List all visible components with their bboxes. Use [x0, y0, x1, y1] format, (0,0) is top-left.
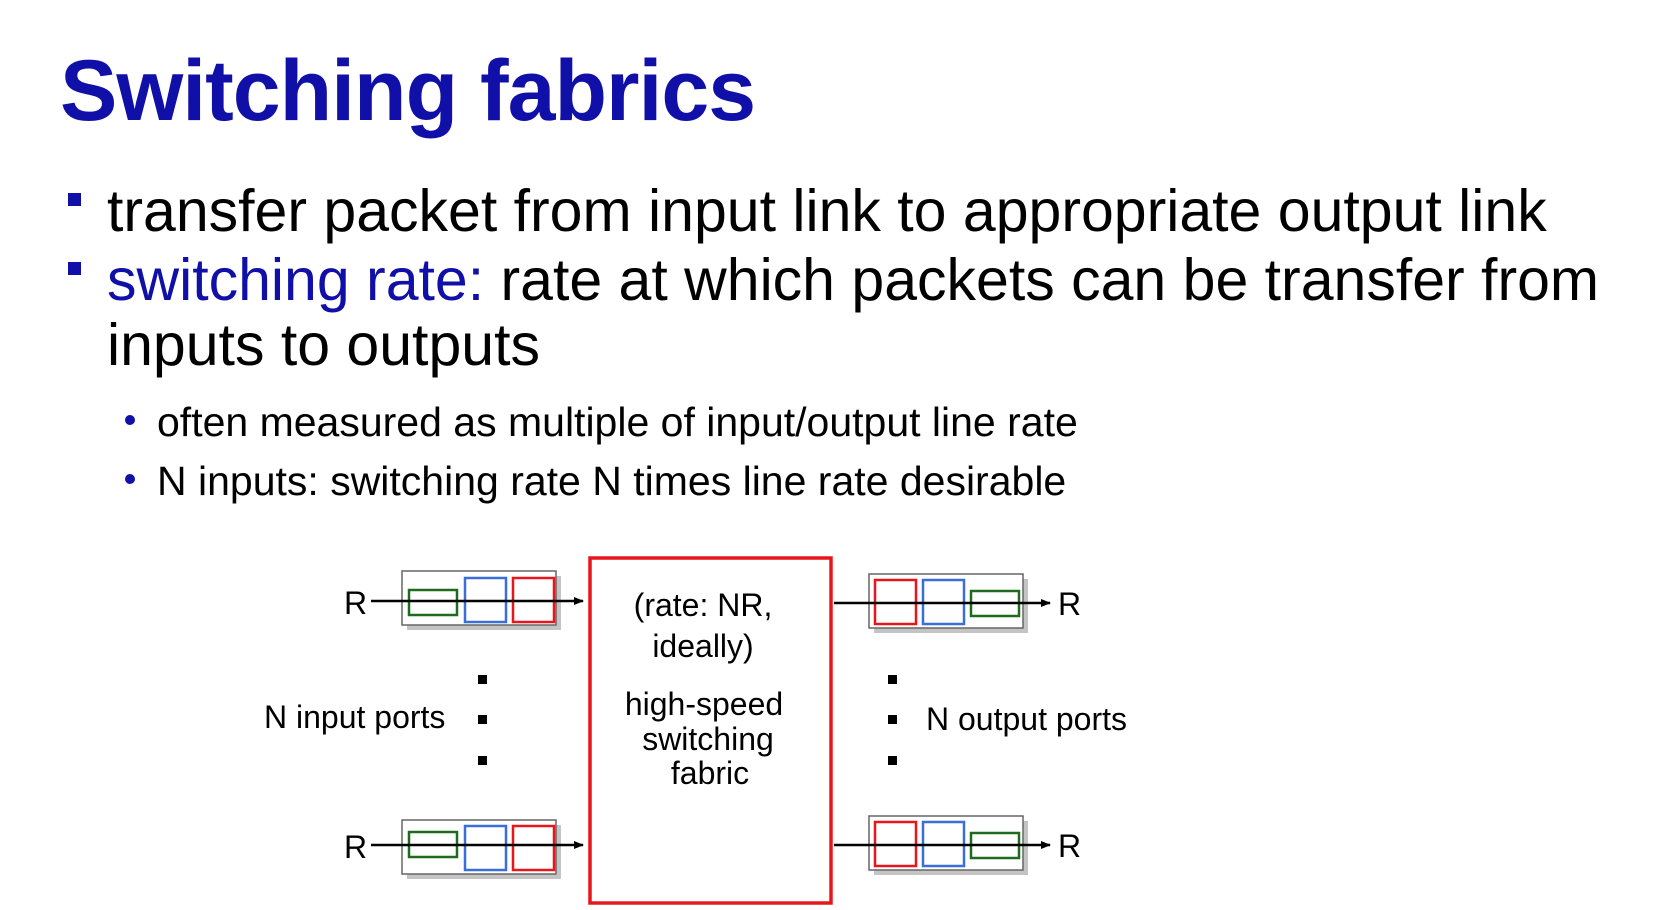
slide-title: Switching fabrics	[60, 43, 756, 139]
bullet-transfer-packet: transfer packet from input link to appro…	[107, 178, 1547, 244]
bullet-switching-rate: switching rate: rate at which packets ca…	[107, 251, 1599, 310]
sub-bullet-marker	[125, 474, 135, 484]
queued-packet-green	[407, 588, 459, 617]
sub-bullet-marker	[125, 415, 135, 425]
sub-bullet-line-rate: often measured as multiple of input/outp…	[157, 399, 1078, 445]
switching-fabric: (rate: NR, ideally) high-speed switching…	[588, 556, 833, 905]
switching-rate-term: switching rate:	[107, 247, 485, 313]
fabric-name-line2: switching	[642, 721, 774, 757]
output-port-top: R	[834, 573, 1081, 633]
input-port-bottom: R	[344, 819, 584, 879]
bullet-marker	[68, 262, 81, 275]
bullet-switching-rate-continued: inputs to outputs	[107, 312, 540, 378]
queued-packet-blue	[463, 824, 508, 872]
input-ellipsis	[478, 675, 487, 765]
input-rate-label: R	[344, 585, 367, 621]
queued-packet-red	[511, 824, 556, 872]
output-ports-label: N output ports	[926, 701, 1127, 737]
sub-bullet-n-inputs: N inputs: switching rate N times line ra…	[157, 458, 1067, 504]
bullet-marker	[68, 193, 81, 206]
fabric-rate-line2: ideally)	[652, 628, 753, 664]
input-rate-label: R	[344, 829, 367, 865]
output-ellipsis	[888, 675, 897, 765]
output-rate-label: R	[1058, 586, 1081, 622]
fabric-name-line1: high-speed	[625, 686, 783, 722]
output-rate-label: R	[1058, 828, 1081, 864]
switching-rate-definition: rate at which packets can be transfer fr…	[484, 247, 1600, 313]
input-port-top: R	[344, 570, 584, 630]
output-port-bottom: R	[834, 815, 1081, 875]
input-ports-label: N input ports	[264, 699, 445, 735]
fabric-rate-line1: (rate: NR,	[634, 587, 773, 623]
fabric-name-line3: fabric	[671, 755, 749, 791]
